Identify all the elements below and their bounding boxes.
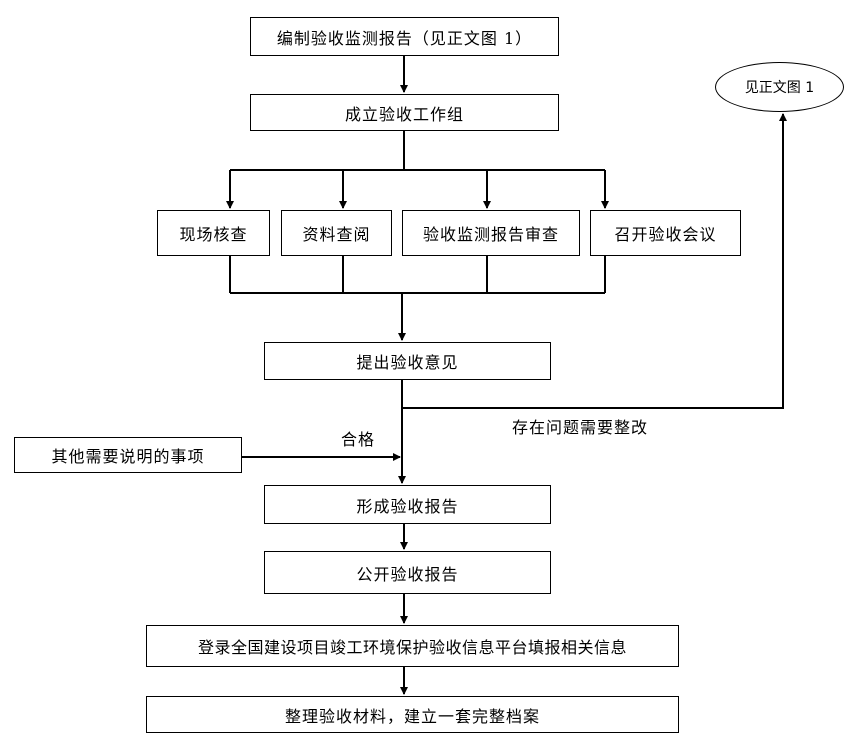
node-report-review: 验收监测报告审查 bbox=[402, 210, 580, 256]
label-pass: 合格 bbox=[341, 430, 376, 449]
node-form-group: 成立验收工作组 bbox=[250, 94, 559, 131]
node-form-report: 形成验收报告 bbox=[264, 485, 551, 524]
node-register-platform: 登录全国建设项目竣工环境保护验收信息平台填报相关信息 bbox=[146, 625, 679, 667]
node-compile-report: 编制验收监测报告（见正文图 1） bbox=[250, 17, 559, 56]
label-issues: 存在问题需要整改 bbox=[512, 418, 649, 437]
arrow-issues-loop bbox=[402, 113, 787, 409]
node-opinion: 提出验收意见 bbox=[264, 342, 551, 380]
node-publish-report: 公开验收报告 bbox=[264, 551, 551, 594]
node-archive: 整理验收材料，建立一套完整档案 bbox=[146, 696, 679, 733]
node-doc-review: 资料查阅 bbox=[281, 210, 392, 256]
node-site-check: 现场核查 bbox=[157, 210, 270, 256]
node-other-items: 其他需要说明的事项 bbox=[14, 437, 242, 473]
node-meeting: 召开验收会议 bbox=[590, 210, 741, 256]
node-see-figure: 见正文图 1 bbox=[715, 62, 844, 112]
